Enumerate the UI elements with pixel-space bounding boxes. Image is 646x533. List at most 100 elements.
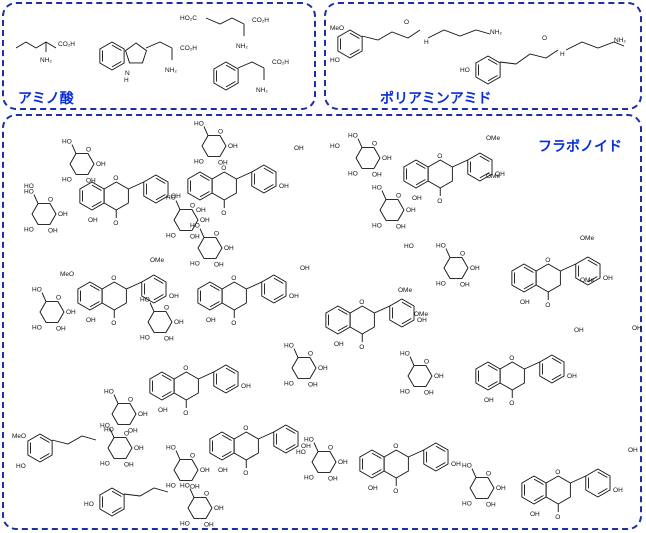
sugar-oh-label: HO [104,426,114,433]
sugar-oh-label: HO [32,287,42,294]
amine-label: NH₂ [236,43,248,50]
oh-label: OH [412,195,422,202]
indole-h-label: H [124,77,129,84]
sugar-oh-label: HO [372,185,382,192]
sugar-oh-label: HO [348,133,358,140]
methoxy-label: OMe [150,257,164,264]
oh-label: OH [530,511,540,518]
sugar-oh-label: HO [194,121,204,128]
amide-h-label: H [560,51,565,58]
amino-acids-title: アミノ酸 [18,91,74,107]
ring-oxygen-label: O [48,197,53,204]
sugar-oh-label: HO [436,280,446,287]
methoxy-label: MeO [330,25,344,32]
ring-oxygen-label: O [113,175,118,182]
sugar-oh-label: OH [486,501,496,508]
oh-label: OH [218,467,228,474]
glutamic-acid-structure: HO₂C CO₂H NH₂ [180,15,269,50]
oh-label: OH [158,407,168,414]
sugar-oh-label: OH [224,245,234,252]
amine-label: NH₂ [490,29,502,36]
sugar-oh-label: OH [372,171,382,178]
carboxyl-label: HO₂C [180,15,197,22]
hydroxy-label: HO [460,67,470,74]
sugar-oh-label: OH [470,265,480,272]
amino-acids-panel: アミノ酸 [2,2,316,110]
sugar-oh-label: HO [194,158,204,165]
carboxyl-label: CO₂H [252,17,269,24]
sugar-oh-label: OH [134,445,144,452]
sugar-oh-label: HO [166,232,176,239]
sugar-oh-label: OH [200,217,210,224]
carboxyl-label: CO₂H [272,59,289,66]
sugar-oh-label: HO [62,139,72,146]
sugar-oh-label: OH [124,461,134,468]
oh-label: OH [334,341,344,348]
sugar-oh-label: HO [24,226,34,233]
sugar-oh-label: OH [190,483,200,490]
sugar-oh-label: HO [166,445,176,452]
sugar-oh-label: OH [190,233,200,240]
sugar-oh-label: HO [180,520,190,527]
flavonoids-title: フラボノイド [538,139,622,155]
carbonyl-label: O [221,210,226,217]
oh-label: OH [603,275,613,282]
sugar-oh-label: HO [100,423,110,430]
sugar-oh-label: OH [66,309,76,316]
oh-label: OH [417,317,427,324]
hydroxy-label: HO [404,243,414,250]
amide-h-label: H [424,39,429,46]
sugar-oh-label: HO [304,437,314,444]
sugar-oh-label: HO [140,297,150,304]
ring-oxygen-label: O [190,453,195,460]
ring-oxygen-label: O [460,251,465,258]
hydroxy-label: HO [296,449,306,456]
oh-label: OH [520,299,530,306]
sugar-oh-label: OH [164,335,174,342]
carbonyl-label: O [243,470,248,477]
ring-oxygen-label: O [393,443,398,450]
carbonyl-label: O [359,344,364,351]
ring-oxygen-label: O [164,305,169,312]
ring-oxygen-label: O [124,431,129,438]
sugar-oh-label: OH [48,227,58,234]
ring-oxygen-label: O [486,471,491,478]
carbonyl-label: O [437,198,442,205]
ring-oxygen-label: O [190,203,195,210]
amine-label: NH₂ [614,37,626,44]
sugar-oh-label: OH [406,207,416,214]
oh-label: OH [241,383,251,390]
sugar-oh-label: OH [338,459,348,466]
methoxy-label: MeO [12,433,26,440]
carbonyl-label: O [393,488,398,495]
oh-label: OH [574,327,584,334]
sugar-oh-label: OH [496,485,506,492]
sugar-oh-label: OH [128,427,138,434]
sugar-oh-label: HO [100,460,110,467]
methoxy-label: OMe [486,135,500,142]
sugar-oh-label: OH [214,505,224,512]
ring-oxygen-label: O [56,295,61,302]
oh-label: OH [301,443,311,450]
sugar-oh-label: OH [460,281,470,288]
amine-label: NH₂ [165,67,177,74]
sugar-oh-label: OH [86,177,96,184]
sugar-oh-label: OH [56,325,66,332]
sugar-oh-label: OH [434,373,444,380]
carbonyl-label: O [404,19,409,26]
ring-oxygen-label: O [424,359,429,366]
ring-oxygen-label: O [243,425,248,432]
hydroxy-label: HO [24,183,34,190]
hydroxy-label: HO [84,501,94,508]
ring-oxygen-label: O [372,141,377,148]
sugar-oh-label: OH [424,389,434,396]
hydroxy-label: HO [330,57,340,64]
